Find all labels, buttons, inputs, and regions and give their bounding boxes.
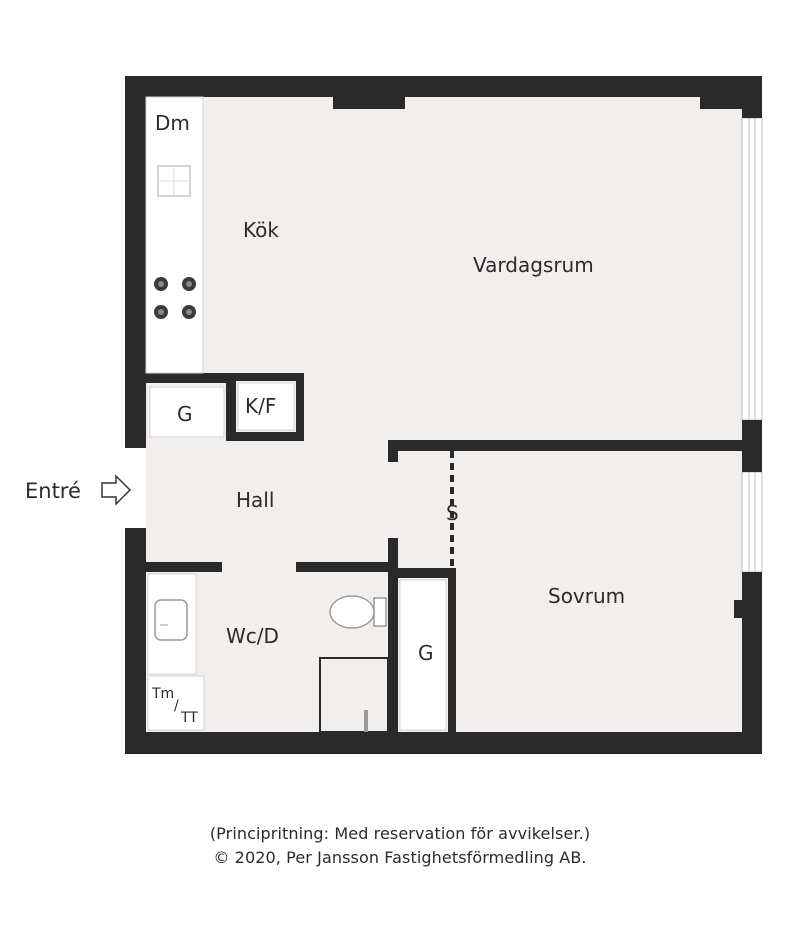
- label-g-bedroom: G: [418, 641, 434, 665]
- hall-closet: [149, 386, 225, 438]
- bathroom-counter: [147, 573, 197, 675]
- label-g-hall: G: [177, 402, 193, 426]
- stove-icon: [154, 277, 196, 319]
- label-entre: Entré: [25, 479, 81, 503]
- label-dm: Dm: [155, 111, 190, 135]
- caption-copyright: © 2020, Per Jansson Fastighetsförmedling…: [213, 848, 587, 867]
- entrance-arrow-icon: [101, 474, 132, 506]
- label-slash: /: [174, 698, 179, 714]
- toilet-icon: [329, 595, 387, 629]
- label-s: S: [446, 501, 459, 525]
- label-sovrum: Sovrum: [548, 584, 625, 608]
- sink-icon: [154, 599, 188, 641]
- label-tt: TT: [180, 710, 198, 726]
- outer-walls: [125, 76, 762, 754]
- label-vardagsrum: Vardagsrum: [473, 253, 594, 277]
- washer-dryer: [147, 675, 205, 731]
- interior-walls: [146, 373, 742, 733]
- label-hall: Hall: [236, 488, 274, 512]
- label-kf: K/F: [245, 394, 276, 418]
- window-lower: [741, 471, 763, 573]
- fridge-freezer: [237, 382, 295, 431]
- window-upper: [741, 117, 763, 421]
- kitchen-counter: [145, 96, 204, 374]
- label-kok: Kök: [243, 218, 279, 242]
- label-wcd: Wc/D: [226, 624, 279, 648]
- caption-disclaimer: (Principritning: Med reservation för avv…: [209, 824, 591, 843]
- bedroom-closet: [399, 579, 447, 731]
- label-tm: Tm: [151, 686, 174, 702]
